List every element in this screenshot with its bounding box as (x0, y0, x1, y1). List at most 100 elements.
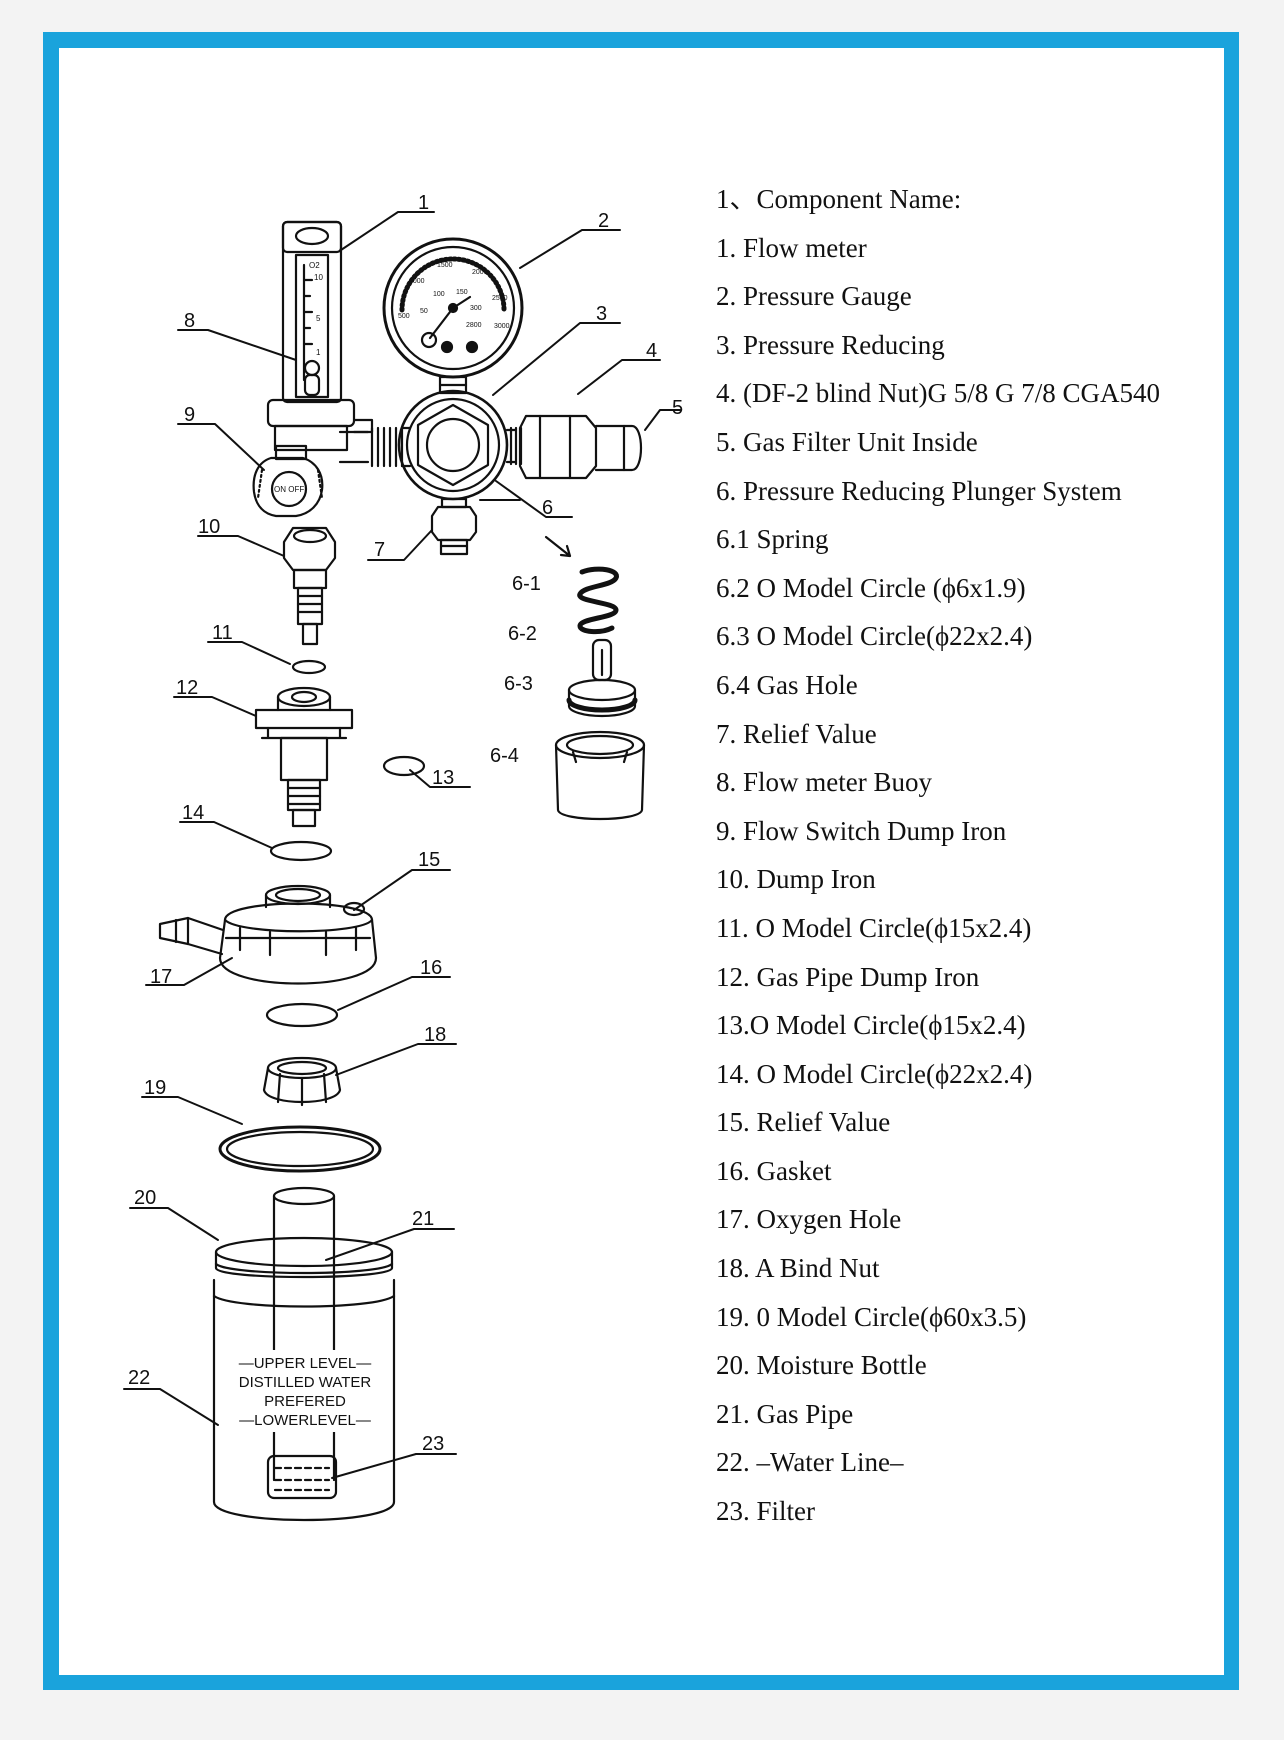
gauge-2000: 2000 (472, 269, 488, 276)
bottle-label-distilled: DISTILLED WATER (239, 1374, 372, 1391)
callout-1: 1 (418, 192, 429, 214)
bottle-label-upper: —UPPER LEVEL— (239, 1355, 372, 1372)
pressure-reducing-body (397, 389, 509, 501)
callout-6-1: 6-1 (512, 573, 541, 595)
pressure-gauge: 500 1000 1500 2000 2500 3000 50 100 150 … (382, 237, 524, 395)
flowmeter-scale-o2: O2 (309, 261, 320, 270)
callout-3: 3 (596, 303, 607, 325)
callout-11: 11 (212, 622, 233, 644)
legend-item: 6.3 O Model Circle(ϕ22x2.4) (716, 621, 1033, 652)
plunger-o-ring-cap (566, 678, 638, 718)
legend-heading: 1、Component Name: (716, 184, 962, 214)
bottle-cap (158, 884, 378, 985)
o-ring-19 (218, 1125, 382, 1173)
legend-item: 6.1 Spring (716, 524, 829, 555)
callout-19: 19 (144, 1077, 166, 1099)
legend-item: 5. Gas Filter Unit Inside (716, 426, 978, 457)
legend-item: 6. Pressure Reducing Plunger System (716, 475, 1122, 506)
gauge-3000: 3000 (494, 323, 510, 330)
gauge-150: 150 (456, 289, 468, 296)
legend-item: 15. Relief Value (716, 1107, 891, 1138)
o-ring-13 (382, 755, 426, 777)
gauge-500: 500 (398, 313, 410, 320)
flow-meter: O2 10 5 1 (266, 220, 374, 452)
legend-item: 8. Flow meter Buoy (716, 767, 932, 798)
callout-15: 15 (418, 849, 440, 871)
callout-17: 17 (150, 966, 172, 988)
callout-18: 18 (424, 1024, 446, 1046)
legend-item: 17. Oxygen Hole (716, 1204, 902, 1235)
leader-lines (123, 211, 681, 1479)
callout-6-2: 6-2 (508, 623, 537, 645)
switch-label: ON OFF (274, 485, 304, 494)
legend-item: 1. Flow meter (716, 232, 867, 263)
callout-21: 21 (412, 1208, 434, 1230)
flowmeter-scale-5: 5 (316, 314, 321, 323)
filter (266, 1454, 338, 1500)
legend-item: 10. Dump Iron (716, 864, 876, 895)
legend-item: 11. O Model Circle(ϕ15x2.4) (716, 912, 1032, 943)
gas-pipe (272, 1186, 336, 1482)
legend-item: 12. Gas Pipe Dump Iron (716, 961, 980, 992)
gauge-300: 300 (470, 305, 482, 312)
bottle-label: —UPPER LEVEL— DISTILLED WATER PREFERED —… (228, 1350, 382, 1432)
callout-8: 8 (184, 310, 195, 332)
callout-9: 9 (184, 404, 195, 426)
legend-item: 6.4 Gas Hole (716, 669, 858, 700)
gauge-2500: 2500 (492, 295, 508, 302)
bottle-label-prefered: PREFERED (264, 1393, 346, 1410)
callout-4: 4 (646, 340, 657, 362)
flow-switch-knob: ON OFF (252, 444, 324, 518)
legend-item: 7. Relief Value (716, 718, 877, 749)
legend-item: 23. Filter (716, 1496, 815, 1527)
dump-iron (282, 526, 337, 646)
o-ring-11 (291, 659, 327, 675)
bind-nut (262, 1056, 342, 1107)
gauge-2800: 2800 (466, 322, 482, 329)
legend-item: 6.2 O Model Circle (ϕ6x1.9) (716, 572, 1026, 603)
callout-16: 16 (420, 957, 442, 979)
plunger-cup (554, 730, 646, 821)
relief-valve (430, 497, 478, 556)
callout-6-3: 6-3 (504, 673, 533, 695)
callout-6-4: 6-4 (490, 745, 519, 767)
callout-2: 2 (598, 210, 609, 232)
plunger-spring (577, 566, 619, 635)
legend-item: 18. A Bind Nut (716, 1253, 880, 1284)
legend-item: 19. 0 Model Circle(ϕ60x3.5) (716, 1301, 1027, 1332)
blind-nut-inlet (505, 414, 642, 480)
legend-item: 13.O Model Circle(ϕ15x2.4) (716, 1010, 1026, 1041)
plunger-pin (591, 638, 613, 682)
flow-meter-buoy (303, 359, 321, 377)
callout-14: 14 (182, 802, 204, 824)
gas-pipe-dump-iron (254, 686, 354, 828)
legend-item: 14. O Model Circle(ϕ22x2.4) (716, 1058, 1033, 1089)
flowmeter-scale-10: 10 (314, 273, 323, 282)
callout-7: 7 (374, 539, 385, 561)
connector-threads (338, 426, 412, 468)
callout-13: 13 (432, 767, 454, 789)
callout-numbers: 1 2 3 4 5 6 6-1 6-2 6-3 6-4 7 8 9 10 11 … (128, 192, 683, 1455)
o-ring-14 (269, 840, 333, 862)
moisture-bottle (212, 1236, 396, 1522)
callout-22: 22 (128, 1367, 150, 1389)
legend-item: 16. Gasket (716, 1155, 832, 1186)
component-legend: 1、Component Name: 1. Flow meter 2. Press… (716, 175, 1236, 1536)
gauge-1000: 1000 (409, 278, 425, 285)
callout-10: 10 (198, 516, 220, 538)
plunger-arrow (544, 535, 572, 558)
callout-12: 12 (176, 677, 198, 699)
callout-23: 23 (422, 1433, 444, 1455)
gauge-100: 100 (433, 291, 445, 298)
flowmeter-scale-1: 1 (316, 348, 321, 357)
legend-item: 20. Moisture Bottle (716, 1350, 927, 1381)
callout-20: 20 (134, 1187, 156, 1209)
legend-item: 9. Flow Switch Dump Iron (716, 815, 1007, 846)
legend-item: 4. (DF-2 blind Nut)G 5/8 G 7/8 CGA540 (716, 378, 1160, 409)
gauge-1500: 1500 (437, 262, 453, 269)
legend-item: 2. Pressure Gauge (716, 281, 912, 312)
legend-item: 3. Pressure Reducing (716, 329, 945, 360)
legend-item: 22. –Water Line– (716, 1447, 904, 1478)
bottle-label-lower: —LOWERLEVEL— (239, 1412, 371, 1429)
